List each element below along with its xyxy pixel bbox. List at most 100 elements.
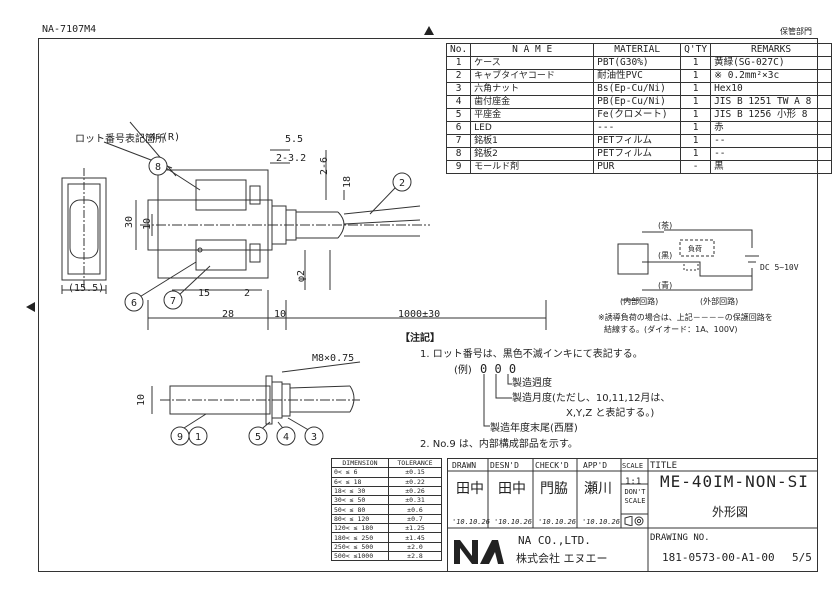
dim-5-5: 5.5 (285, 134, 304, 145)
dept-label: 保管部門 (780, 27, 812, 36)
dim-10c: 10 (136, 393, 148, 407)
nameplate-1 (195, 239, 247, 271)
tolerance-row: 180< ≤ 250±1.45 (331, 532, 442, 543)
tol-value: ±0.22 (388, 476, 442, 487)
callout-number: 3 (311, 432, 317, 443)
circuit-note-2: 結線する。(ダイオード：1A、100V) (604, 325, 738, 334)
tb-appd: APP'D (583, 461, 608, 470)
tol-dimension: 18< ≤ 30 (331, 485, 389, 497)
tol-col-dimension: DIMENSION (331, 457, 389, 469)
note-leader-lines (483, 374, 512, 427)
dc-label: DC 5~10V (760, 263, 799, 272)
dim-10b: 10 (274, 309, 287, 320)
part-no: 9 (445, 160, 472, 174)
dim-15: 15 (198, 288, 211, 299)
tol-dimension: 0< ≤ 6 (331, 467, 389, 478)
wire-blue-label: (青) (658, 281, 673, 290)
tol-dimension: 30< ≤ 50 (331, 495, 389, 506)
nameplate-2 (195, 179, 247, 211)
tolerance-row: 18< ≤ 30±0.26 (331, 485, 442, 497)
left-center-mark-icon (26, 302, 35, 312)
part-no: 8 (445, 147, 472, 161)
title-block-grid (447, 458, 818, 572)
tol-value: ±0.7 (388, 513, 442, 525)
case-front (157, 169, 269, 279)
part-name: モールド剤 (470, 160, 595, 174)
projection-symbol-icon (624, 516, 644, 526)
tb-desnd: DESN'D (490, 461, 519, 470)
tb-scale: SCALE (622, 462, 644, 470)
dim-2-6: 2-6 (319, 156, 331, 176)
tolerance-row: 50< ≤ 80±0.6 (331, 504, 442, 515)
callout-number: 2 (399, 178, 405, 189)
drawing-frame (38, 38, 818, 572)
tol-value: ±2.0 (388, 541, 442, 552)
sig-drawn: 田中 (456, 481, 484, 497)
tb-dont-scale: DON'T SCALE (624, 488, 646, 505)
tol-value: ±0.6 (388, 504, 442, 515)
thread-label: M8×0.75 (312, 353, 355, 364)
dim-30: 30 (124, 215, 136, 229)
date-approved: '10.10.26 (582, 518, 620, 526)
date-checked: '10.10.26 (538, 518, 576, 526)
tol-value: ±1.25 (388, 523, 442, 534)
tb-drawing-no-label: DRAWING NO. (650, 533, 710, 543)
company-en: NA CO.,LTD. (518, 534, 591, 547)
doc-code: NA-7107M4 (42, 24, 97, 35)
drawing-title: ME-40IM-NON-SI (660, 472, 809, 491)
date-designed: '10.10.26 (494, 518, 532, 526)
dim-15-5: (15.5) (68, 283, 105, 294)
note-2: 2. No.9 は、内部構成部品を示す。 (420, 439, 578, 450)
title-block (447, 458, 818, 572)
circuit-note-1: ※誘導負荷の場合は、上記－－－－の保護回路を (598, 313, 773, 322)
company-jp: 株式会社 エヌエー (516, 552, 608, 565)
tol-dimension: 50< ≤ 80 (331, 504, 389, 515)
dim-18: 18 (342, 175, 354, 189)
tb-title-label: TITLE (650, 461, 678, 471)
load-label: 負荷 (688, 245, 702, 253)
tol-value: ±0.26 (388, 485, 442, 497)
tolerance-row: 6< ≤ 18±0.22 (331, 476, 442, 487)
tol-value: ±0.31 (388, 495, 442, 506)
callout-number: 8 (155, 162, 161, 173)
tb-checkd: CHECK'D (535, 461, 569, 470)
tol-dimension: 250< ≤ 500 (331, 541, 389, 552)
note-week: 製造週度 (512, 378, 552, 389)
parts-table-header: No. N A M E MATERIAL Q'TY REMARKS (445, 43, 833, 57)
r-mark-label: 4-(R) (150, 132, 181, 143)
tol-value: ±1.45 (388, 532, 442, 543)
callout-number: 6 (131, 298, 137, 309)
callout-number: 1 (195, 432, 201, 443)
notes-title: 【注記】 (400, 333, 440, 344)
note-1: 1. ロット番号は、黒色不滅インキにて表記する。 (420, 349, 643, 360)
lot-mark-label: ロット番号表記箇所 (75, 134, 165, 145)
na-logo (454, 540, 504, 564)
drawing-subtitle: 外形図 (712, 505, 749, 519)
tolerance-row: 0< ≤ 6±0.15 (331, 467, 442, 478)
tol-dimension: 120< ≤ 180 (331, 523, 389, 534)
tol-value: ±0.15 (388, 467, 442, 478)
part-remarks: 黒 (710, 160, 833, 174)
wire-brown-label: (茶) (658, 221, 673, 230)
internal-circuit-label: (内部回路) (620, 297, 659, 306)
tol-dimension: 80< ≤ 120 (331, 513, 389, 525)
note-month-1: 製造月度(ただし、10,11,12月は、 (512, 393, 671, 404)
dim-phi2: φ2 (296, 269, 308, 283)
note-month-2: X,Y,Z と表記する。) (566, 408, 655, 419)
tol-value: ±2.8 (388, 550, 442, 562)
drawing-number: 181-0573-00-A1-00 (662, 551, 775, 564)
tol-dimension: 180< ≤ 250 (331, 532, 389, 543)
callout-number: 7 (170, 296, 176, 307)
sig-designed: 田中 (498, 481, 526, 497)
date-drawn: '10.10.26 (452, 518, 490, 526)
note-year: 製造年度末尾(西暦) (490, 423, 578, 434)
wire-black-label: (黒) (658, 251, 673, 260)
